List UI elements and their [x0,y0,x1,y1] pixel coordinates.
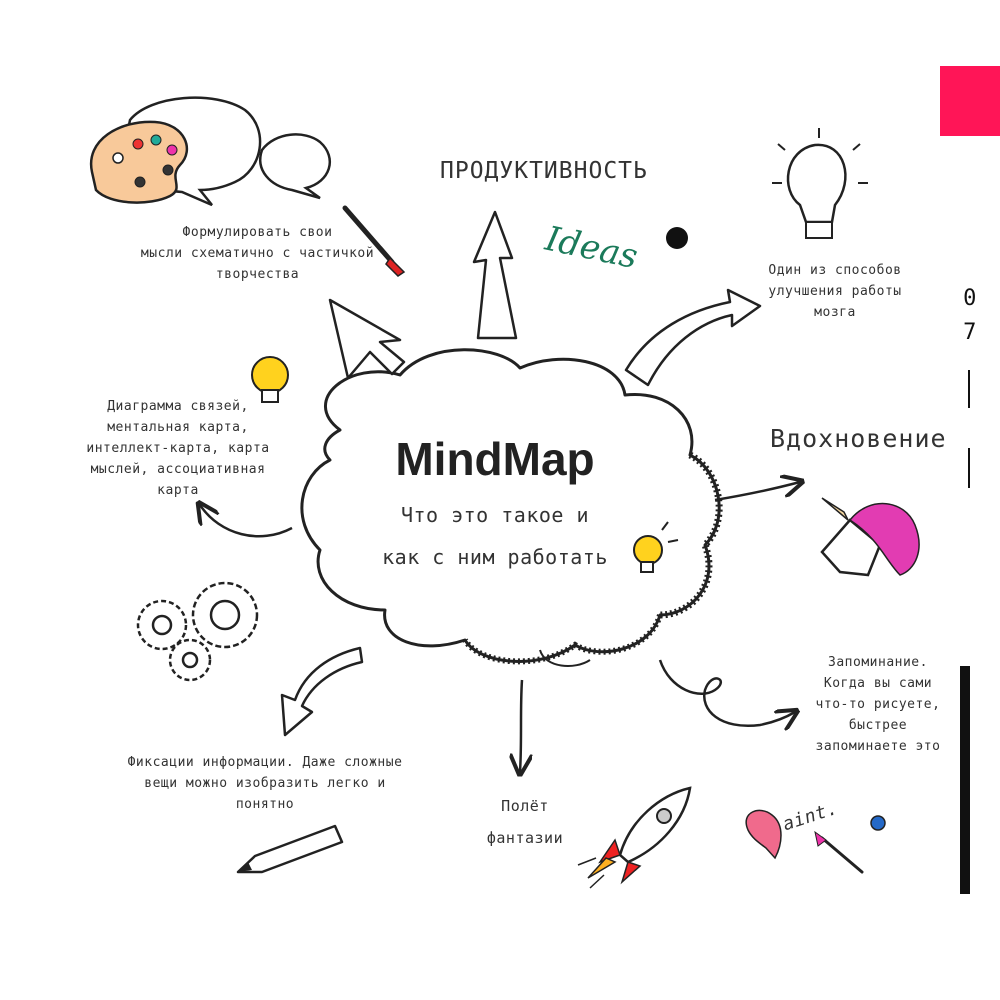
note-line: вещи можно изобразить легко и понятно [144,776,386,812]
arrow-to-fix [280,646,364,737]
note-line: Запоминание. [828,655,928,670]
arrow-to-memory [658,659,795,726]
note-line: ментальная карта, [107,420,249,435]
arrow-to-brain-note [624,288,762,387]
arrow-to-inspiration [714,482,800,502]
note-line: мыслей, ассоциативная карта [90,462,266,498]
note-formulate: Формулировать свои мысли схематично с ча… [110,222,405,285]
subtitle-line-1: Что это такое и [400,503,590,527]
arrow-up-productivity [472,210,518,340]
page-number-dash-1 [968,370,970,408]
note-line: запоминаете это [815,739,941,754]
note-memory: Запоминание. Когда вы сами что-то рисует… [808,652,948,757]
page-number-digit-1: 0 [963,286,977,311]
arrow-up-left [328,298,406,380]
map-subtitle: Что это такое и как с ним работать [370,494,620,578]
paint-splash-icon [745,809,886,874]
note-line: Когда вы сами [823,676,933,691]
note-line: Фиксации информации. Даже сложные [127,755,403,770]
unicorn-icon [820,497,920,577]
note-line: улучшения работы [768,284,902,299]
label-inspiration: Вдохновение [770,424,947,453]
rocket-icon [577,786,692,889]
arrow-to-flight [520,679,522,772]
note-line: быстрее [848,718,908,733]
pencil-icon [236,824,344,874]
note-brain: Один из способов улучшения работы мозга [760,260,910,323]
gears-icon [136,581,259,682]
paintbrush-icon [342,205,406,277]
page-number-digit-2: 7 [963,320,977,345]
note-fix: Фиксации информации. Даже сложные вещи м… [125,752,405,815]
brain-outline [300,348,723,667]
flight-line-2: фантазии [486,829,564,847]
note-line: мысли схематично с частичкой [140,246,375,261]
dot [666,227,688,249]
note-line: творчества [215,267,300,282]
note-line: Один из способов [768,263,902,278]
note-line: Диаграмма связей, [107,399,249,414]
lightbulb-icon-center [633,521,679,573]
arrow-to-diagram [200,505,293,538]
map-title: MindMap [395,433,595,485]
note-diagram: Диаграмма связей, ментальная карта, инте… [78,396,278,501]
subtitle-line-2: как с ним работать [382,545,608,569]
note-line: Формулировать свои [182,225,333,240]
note-line: интеллект-карта, карта [86,441,270,456]
note-line: что-то рисуете, [815,697,941,712]
label-flight: Полёт фантазии [475,790,575,854]
flight-line-1: Полёт [501,797,549,815]
page-number-dash-2 [968,448,970,488]
note-line: мозга [814,305,856,320]
label-productivity: ПРОДУКТИВНОСТЬ [440,158,648,184]
palette-icon [89,120,189,204]
lightbulb-icon-left [251,356,289,403]
accent-square [940,66,1000,136]
side-bar [960,666,970,894]
page-number: 0 7 [958,282,982,350]
lightbulb-icon-top-right [772,128,868,239]
